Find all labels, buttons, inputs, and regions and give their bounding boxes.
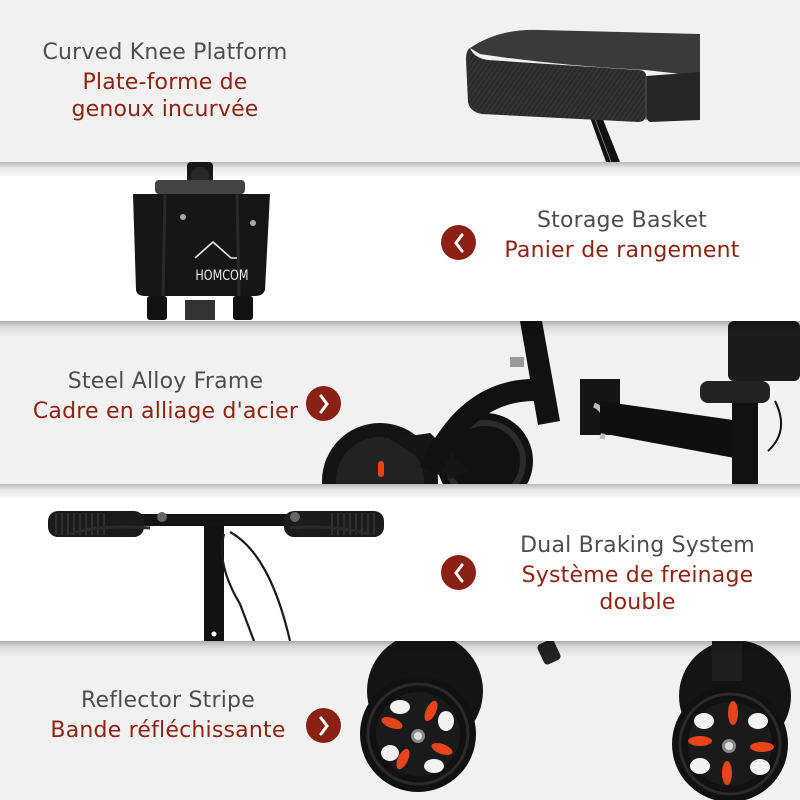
feature-title-french: Plate-forme de genoux incurvée	[20, 69, 310, 123]
feature-caption: Storage Basket Panier de rangement	[482, 206, 762, 264]
storage-basket-image: HOMCOM	[133, 162, 270, 320]
feature-band-steel-frame: Steel Alloy Frame Cadre en alliage d'aci…	[0, 321, 800, 484]
feature-caption: Curved Knee Platform Plate-forme de geno…	[20, 38, 310, 123]
feature-caption: Dual Braking System Système de freinage …	[500, 531, 775, 616]
feature-title-french: Panier de rangement	[504, 238, 740, 263]
feature-caption: Steel Alloy Frame Cadre en alliage d'aci…	[18, 367, 313, 425]
arrow-badge	[306, 708, 341, 743]
arrow-badge	[306, 386, 341, 421]
feature-title-french: Cadre en alliage d'acier	[32, 399, 299, 424]
feature-title-english: Steel Alloy Frame	[67, 369, 264, 394]
handlebar-image	[48, 511, 384, 641]
knee-platform-image	[466, 29, 700, 162]
feature-band-knee-platform: Curved Knee Platform Plate-forme de geno…	[0, 0, 800, 162]
french-line-2: genoux incurvée	[71, 97, 259, 122]
chevron-left-icon	[453, 233, 463, 252]
brand-mark: HOMCOM	[195, 267, 248, 284]
homcom-logo-icon	[194, 240, 237, 259]
feature-title-english: Storage Basket	[536, 208, 708, 233]
feature-band-dual-braking: Dual Braking System Système de freinage …	[0, 484, 800, 641]
french-line-1: Plate-forme de	[82, 70, 248, 95]
steel-frame-image	[322, 321, 800, 484]
chevron-right-icon	[319, 394, 329, 413]
feature-title-french: Bande réfléchissante	[50, 718, 286, 743]
feature-title-french: Système de freinage double	[500, 562, 775, 616]
wheels-image	[360, 641, 791, 800]
french-line-2: double	[599, 590, 676, 615]
french-line-1: Système de freinage	[521, 563, 754, 588]
feature-title-english: Reflector Stripe	[81, 688, 255, 713]
band-shadow	[0, 162, 800, 178]
chevron-left-icon	[453, 563, 463, 582]
arrow-badge	[441, 555, 476, 590]
feature-title-english: Dual Braking System	[520, 533, 755, 558]
feature-title-english: Curved Knee Platform	[42, 40, 288, 65]
arrow-badge	[441, 225, 476, 260]
feature-band-reflector-stripe: Reflector Stripe Bande réfléchissante	[0, 641, 800, 800]
feature-band-storage-basket: HOMCOM Storage Basket Panier de rangemen…	[0, 162, 800, 321]
feature-caption: Reflector Stripe Bande réfléchissante	[28, 686, 308, 744]
chevron-right-icon	[319, 716, 329, 735]
